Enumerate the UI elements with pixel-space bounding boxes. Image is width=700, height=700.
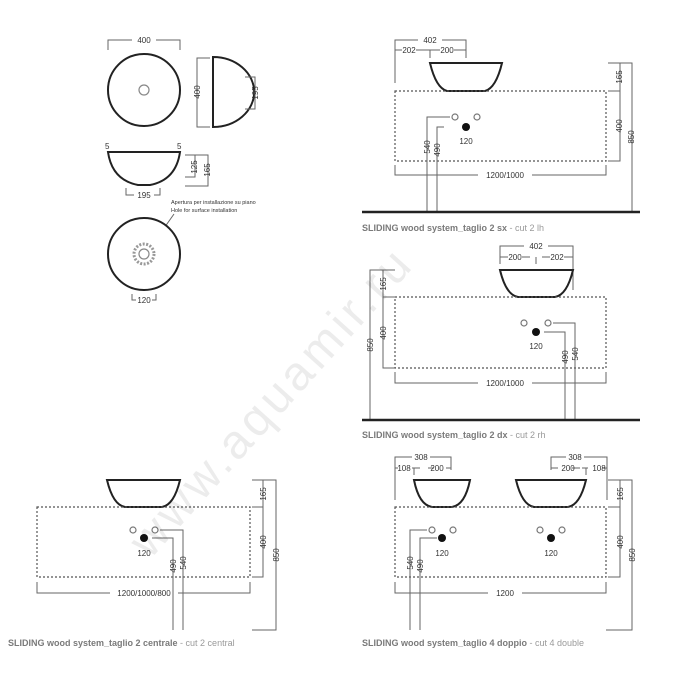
- dim-right-offset: 108: [592, 464, 606, 473]
- dim-base-width: 195: [137, 191, 151, 200]
- layout-4-double: 308 108 200 308 200 108 120 120 540 490 …: [362, 453, 637, 648]
- dim-top-width: 400: [137, 36, 151, 45]
- dim-left-total: 308: [414, 453, 428, 462]
- basin: [428, 62, 504, 92]
- dim-width-total: 402: [423, 36, 437, 45]
- dim-490: 490: [416, 559, 425, 573]
- layout-2-central: 120 490 540 165 400 850 1200/1000/800 SL…: [8, 479, 281, 648]
- layout-2-sx: 402 202 200 120 540 490 165 400 850 1200…: [362, 36, 640, 233]
- dim-width-left: 200: [508, 253, 522, 262]
- dim-540: 540: [571, 347, 580, 361]
- dim-width: 1200/1000/800: [117, 589, 171, 598]
- dim-right-half: 200: [561, 464, 575, 473]
- watermark: www.aquamir.ru: [118, 237, 424, 569]
- dim-width: 1200/1000: [486, 171, 524, 180]
- dim-width-total: 402: [529, 242, 543, 251]
- note-english: Hole for surface installation: [171, 208, 237, 214]
- dim-165: 165: [379, 277, 388, 291]
- drain-icon: [462, 123, 470, 131]
- basin-right: [514, 479, 588, 508]
- basin-left: [412, 479, 472, 508]
- dim-400: 400: [616, 535, 625, 549]
- dim-400: 400: [379, 326, 388, 340]
- dim-rim-right: 5: [177, 142, 182, 151]
- dim-165: 165: [615, 70, 624, 84]
- layout-2-dx: 402 200 202 120 490 540 165 400 850 1200…: [362, 242, 640, 440]
- dim-left-offset: 108: [397, 464, 411, 473]
- dim-width-left: 202: [402, 46, 416, 55]
- dim-850: 850: [628, 548, 637, 562]
- dim-side-depth: 195: [251, 86, 260, 100]
- drain-icon: [547, 534, 555, 542]
- dim-width-right: 202: [550, 253, 564, 262]
- dim-inner-height: 125: [190, 160, 199, 174]
- basin: [498, 269, 575, 298]
- dim-hole: 120: [459, 137, 473, 146]
- basin-section-view: [106, 151, 182, 186]
- dim-rim-left: 5: [105, 142, 110, 151]
- dim-490: 490: [433, 143, 442, 157]
- dim-540: 540: [179, 556, 188, 570]
- drain-icon: [438, 534, 446, 542]
- drain-icon: [138, 84, 150, 96]
- note-italian: Apertura per installazione su piano: [171, 200, 256, 206]
- dim-width: 1200/1000: [486, 379, 524, 388]
- dim-hole-left: 120: [435, 549, 449, 558]
- dim-540: 540: [423, 140, 432, 154]
- dim-400: 400: [615, 119, 624, 133]
- dim-165: 165: [616, 487, 625, 501]
- dim-400: 400: [259, 535, 268, 549]
- caption: SLIDING wood system_taglio 2 dx - cut 2 …: [362, 430, 546, 440]
- dim-right-total: 308: [568, 453, 582, 462]
- dim-490: 490: [169, 559, 178, 573]
- dim-850: 850: [366, 338, 375, 352]
- cabinet: [394, 90, 607, 162]
- dim-width-right: 200: [440, 46, 454, 55]
- dim-hole: 120: [137, 296, 151, 305]
- dim-540: 540: [406, 556, 415, 570]
- caption: SLIDING wood system_taglio 2 centrale - …: [8, 638, 235, 648]
- dim-left-half: 200: [430, 464, 444, 473]
- dim-total-height: 165: [203, 163, 212, 177]
- dim-hole-right: 120: [544, 549, 558, 558]
- basin-side-view: [212, 55, 256, 129]
- surface-hole-icon: [132, 242, 156, 266]
- drain-icon: [532, 328, 540, 336]
- cabinet: [394, 506, 607, 578]
- dim-165: 165: [259, 487, 268, 501]
- dim-width: 1200: [496, 589, 514, 598]
- caption: SLIDING wood system_taglio 2 sx - cut 2 …: [362, 223, 544, 233]
- dim-850: 850: [627, 130, 636, 144]
- basin-views: 400 400 195 5 5 125 165 195 Apertura per…: [105, 36, 260, 305]
- dim-hole: 120: [529, 342, 543, 351]
- drain-icon: [140, 534, 148, 542]
- caption: SLIDING wood system_taglio 4 doppio - cu…: [362, 638, 584, 648]
- cabinet: [394, 296, 607, 369]
- dim-side-height: 400: [193, 85, 202, 99]
- dim-850: 850: [272, 548, 281, 562]
- dim-490: 490: [561, 350, 570, 364]
- dim-hole: 120: [137, 549, 151, 558]
- cabinet: [36, 506, 251, 578]
